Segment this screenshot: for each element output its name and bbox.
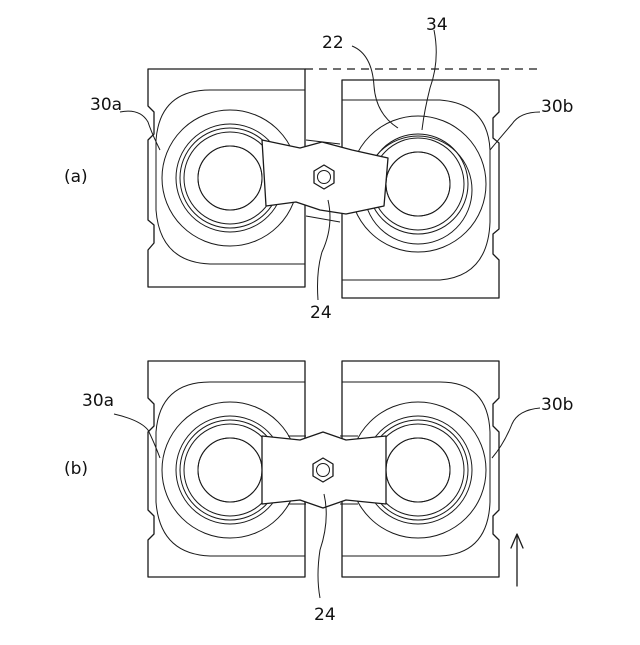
label-30b-a: 30b: [541, 97, 573, 117]
label-24-a: 24: [310, 303, 332, 323]
panel-label-b: (b): [64, 459, 88, 479]
label-30b-b: 30b: [541, 395, 573, 415]
leader-22: [352, 46, 398, 128]
leader-30b-a: [490, 112, 540, 150]
label-34: 34: [426, 15, 448, 35]
label-30a-a: 30a: [90, 95, 122, 115]
panel-label-a: (a): [64, 167, 88, 187]
label-30a-b: 30a: [82, 391, 114, 411]
leader-24-a: [318, 200, 331, 300]
arrow-up-icon: [511, 534, 523, 586]
link-24-a: [198, 140, 450, 216]
panel-b: 30a 30b 24 (b): [64, 361, 573, 625]
leader-30a-b: [114, 414, 160, 458]
panel-a: 30a 30b 22 34 24 (a): [64, 15, 573, 323]
leader-24-b: [318, 494, 326, 598]
label-22: 22: [322, 33, 344, 53]
label-24-b: 24: [314, 605, 336, 625]
link-24-b: [198, 432, 450, 508]
